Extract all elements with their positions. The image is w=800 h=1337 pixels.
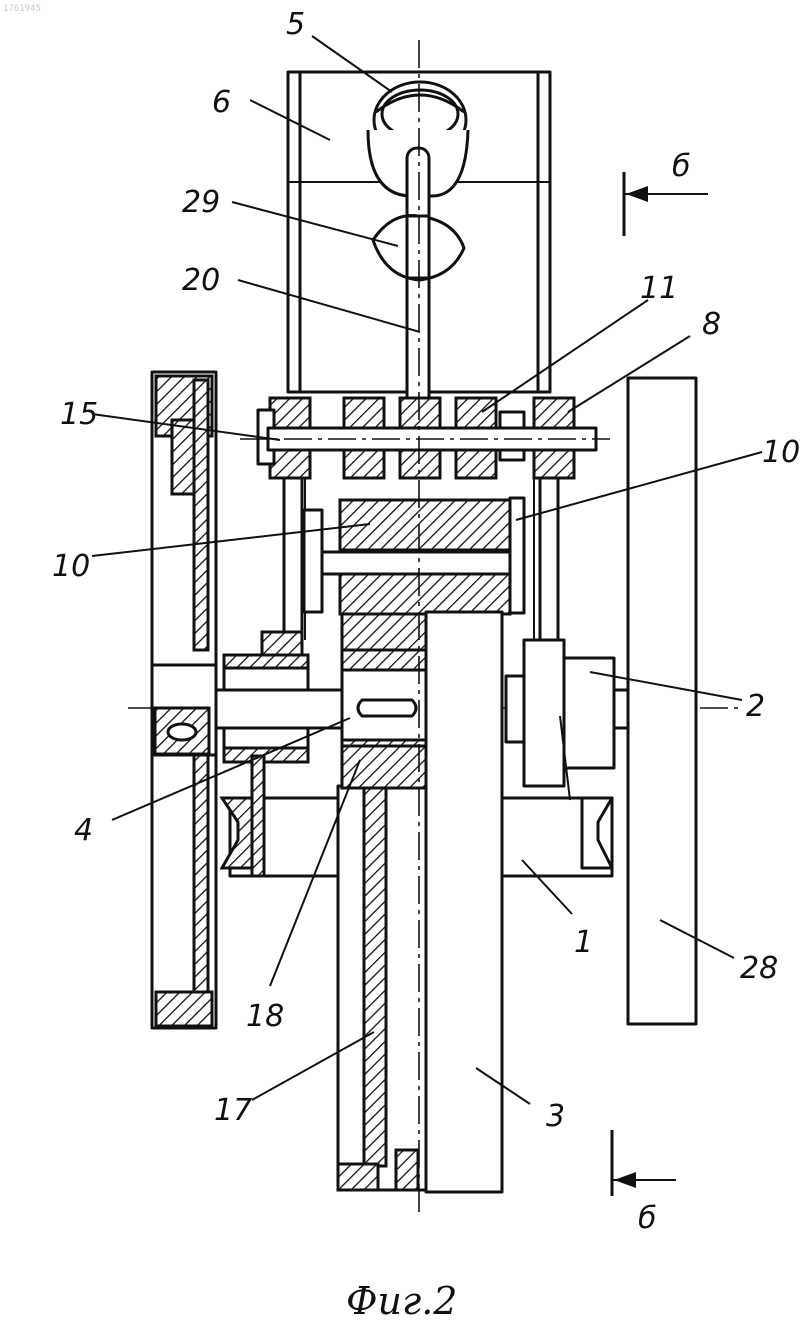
label-28: 28 xyxy=(740,951,778,986)
section-mark-bottom-letter: б xyxy=(638,1201,657,1236)
plate-28 xyxy=(628,378,696,1024)
label-20: 20 xyxy=(182,263,220,298)
label-11: 11 xyxy=(640,271,678,306)
label-6: 6 xyxy=(212,85,231,120)
label-1: 1 xyxy=(574,925,593,960)
bearing-2 xyxy=(506,640,630,800)
plate-3 xyxy=(426,612,502,1192)
label-10-right: 10 xyxy=(762,435,800,470)
left-pulley xyxy=(152,372,216,1028)
figure-caption: Фиг.2 xyxy=(346,1279,457,1323)
label-17: 17 xyxy=(214,1093,252,1128)
label-4: 4 xyxy=(74,813,93,848)
section-mark-top-letter: б xyxy=(672,149,691,184)
label-18: 18 xyxy=(246,999,284,1034)
shaft-15-assembly xyxy=(240,398,610,478)
label-2: 2 xyxy=(746,689,765,724)
slider-10 xyxy=(304,498,524,614)
label-8: 8 xyxy=(702,307,721,342)
label-3: 3 xyxy=(546,1099,565,1134)
label-10-left: 10 xyxy=(52,549,90,584)
part-17 xyxy=(338,746,426,1190)
label-15: 15 xyxy=(60,397,98,432)
label-29: 29 xyxy=(182,185,220,220)
section-mark-bottom: б xyxy=(612,1130,676,1236)
document-ref-number: 1761945 xyxy=(3,4,41,14)
label-5: 5 xyxy=(286,7,305,42)
section-mark-top: б xyxy=(624,149,708,236)
